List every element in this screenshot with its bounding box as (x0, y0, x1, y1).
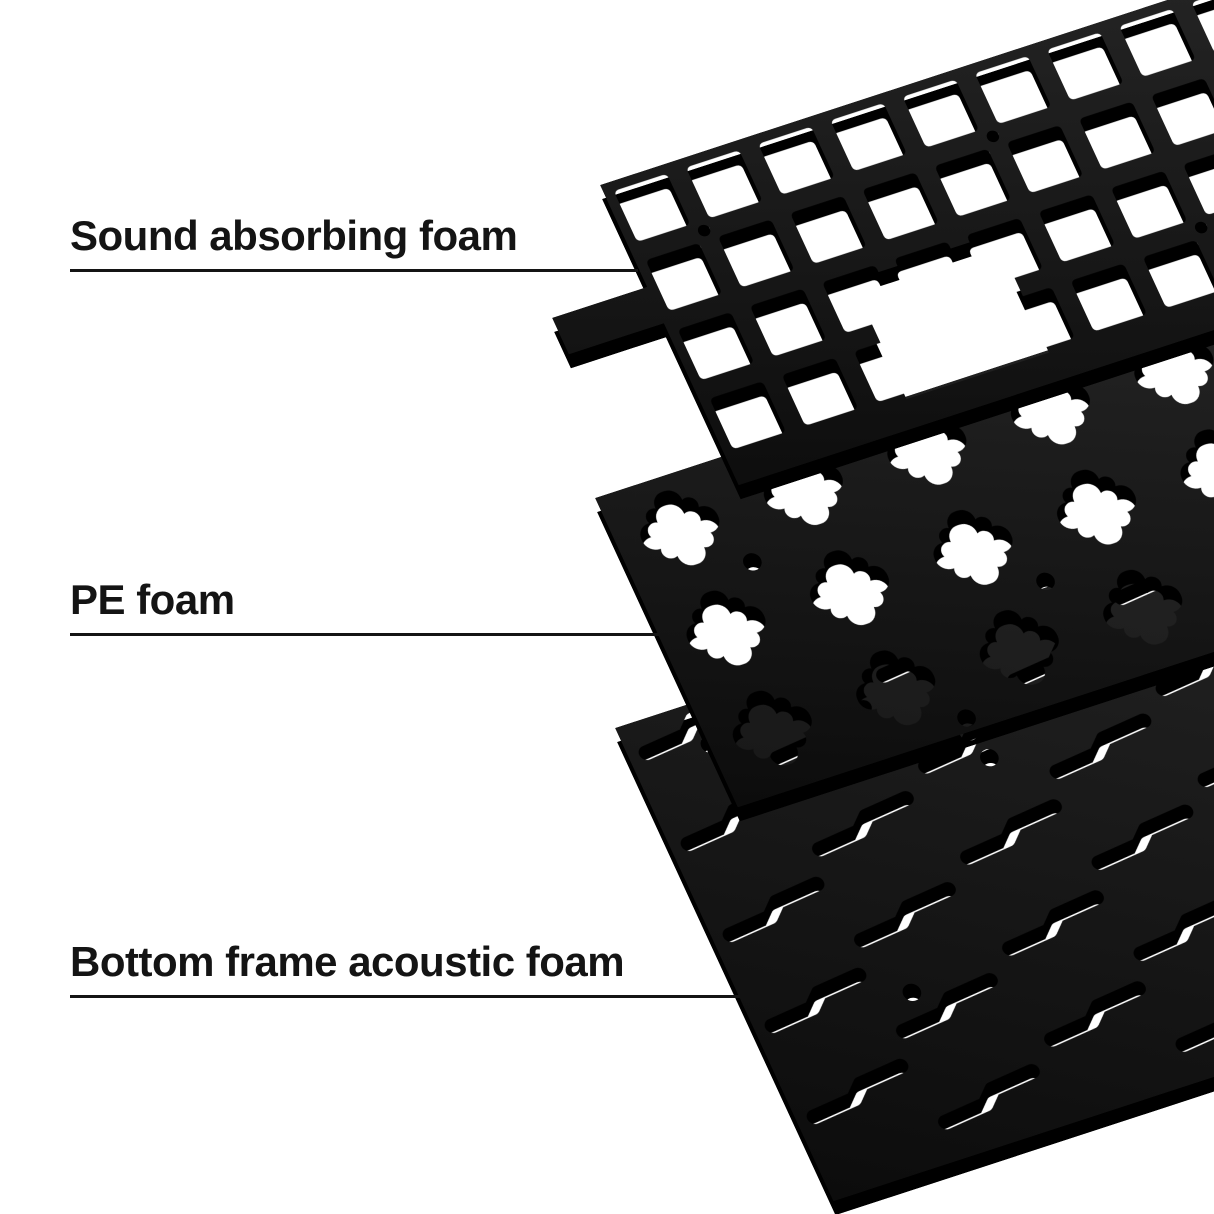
callout-leader-line (70, 995, 740, 998)
callout-leader-line (70, 269, 638, 272)
callout-bottom-frame-acoustic-foam: Bottom frame acoustic foam (70, 938, 740, 998)
callout-label: PE foam (70, 576, 235, 623)
callout-label: Sound absorbing foam (70, 212, 518, 259)
callout-leader-line (70, 633, 660, 636)
callout-pe-foam: PE foam (70, 576, 660, 636)
callout-sound-absorbing-foam: Sound absorbing foam (70, 212, 638, 272)
callout-label: Bottom frame acoustic foam (70, 938, 625, 985)
